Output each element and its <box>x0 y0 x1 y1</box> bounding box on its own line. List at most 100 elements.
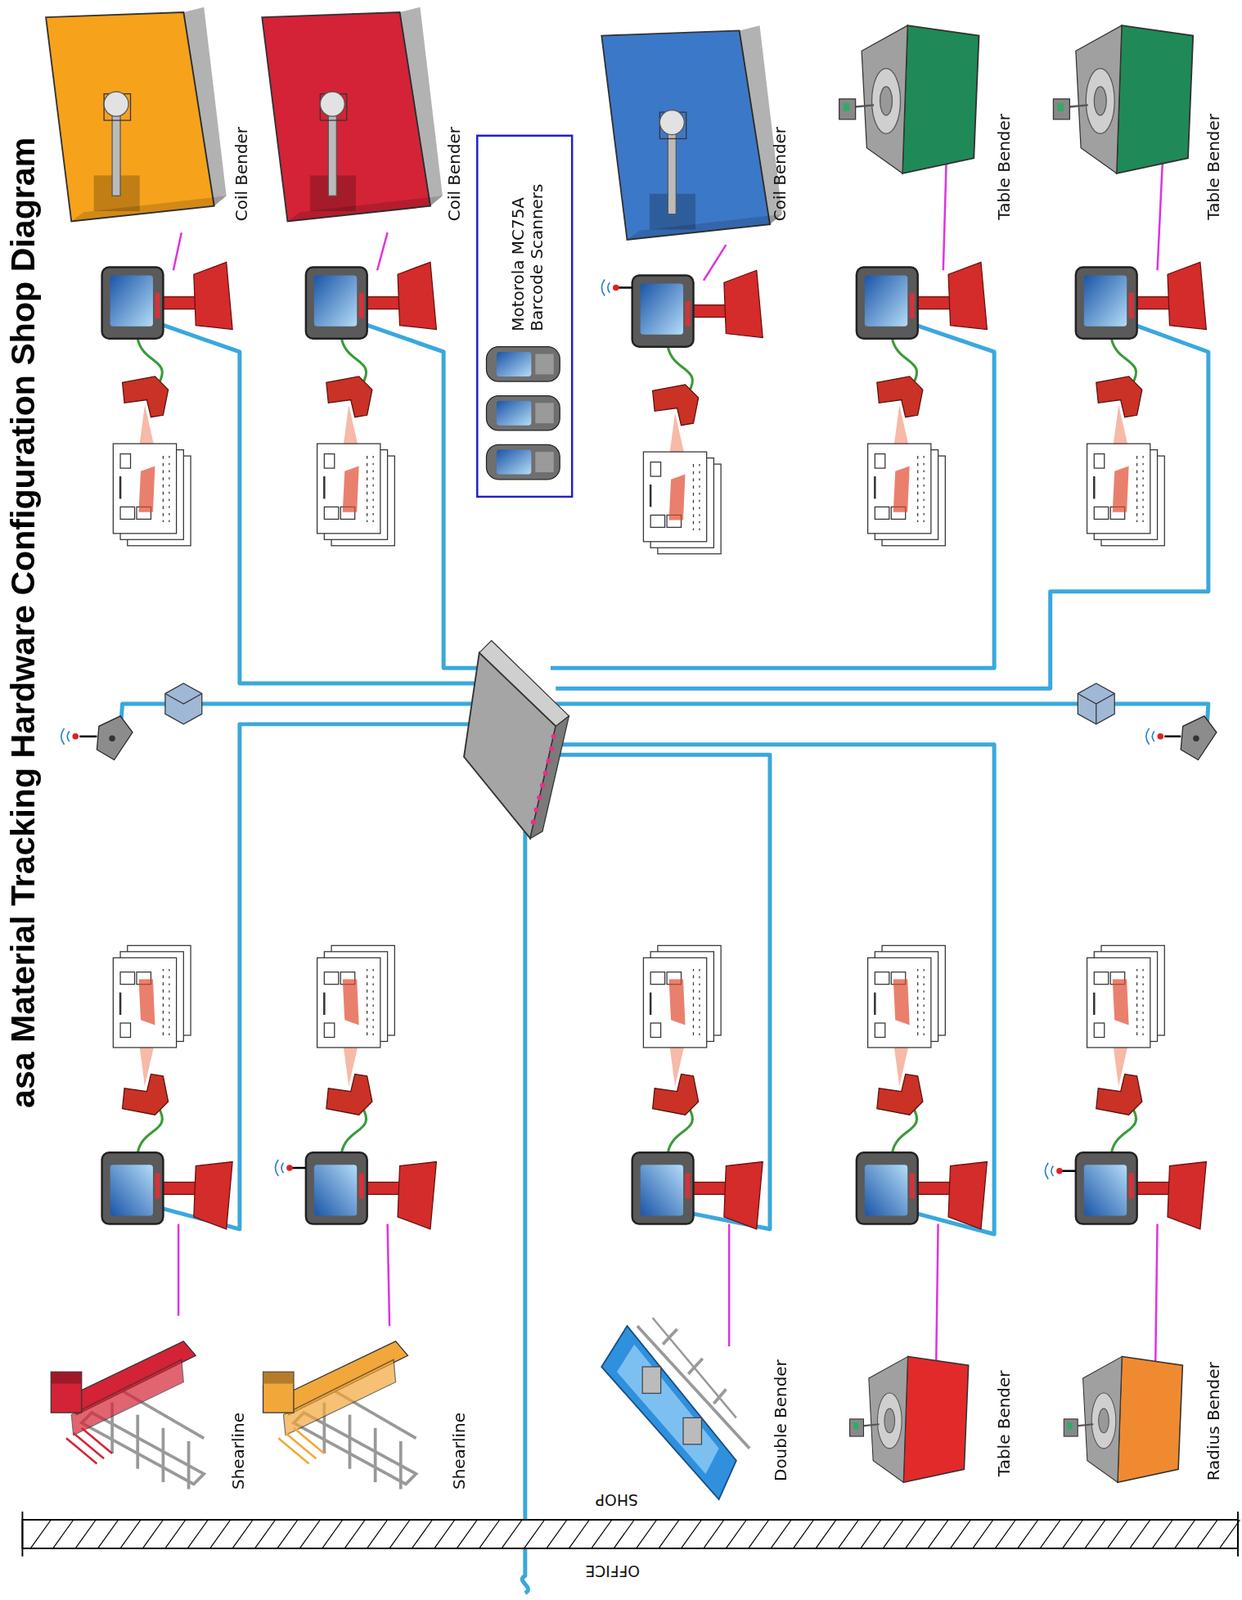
machine-label: Double Bender <box>770 1359 791 1481</box>
machine-wire <box>173 232 182 270</box>
access-point <box>96 715 133 761</box>
terminal <box>102 945 234 1229</box>
shearline: Shearline <box>255 1315 470 1499</box>
network-switch <box>549 746 554 752</box>
antenna <box>1044 1162 1076 1179</box>
handheld-scanner <box>486 346 560 480</box>
antenna <box>275 1159 306 1176</box>
access-point <box>1164 735 1181 738</box>
table-bender: Table Bender <box>836 1345 1020 1499</box>
network-switch <box>540 783 545 788</box>
terminal <box>306 945 437 1229</box>
double-bender-machine <box>616 1344 720 1474</box>
area-label: SHOP <box>593 1489 640 1508</box>
terminal <box>306 261 437 545</box>
shearline-machine <box>50 1341 416 1490</box>
double-bender-machine <box>601 1317 750 1499</box>
diagram-title: asa Material Tracking Hardware Configura… <box>5 136 40 1107</box>
shearline: Shearline <box>40 1315 256 1499</box>
network-switch <box>545 758 551 764</box>
double-bender-machine <box>642 1366 661 1393</box>
terminal <box>856 261 988 545</box>
access-point <box>1180 715 1217 761</box>
machine-wire <box>703 244 726 281</box>
access-point <box>61 728 70 745</box>
network-switch <box>531 819 536 824</box>
machine-wire <box>936 1224 938 1369</box>
network-switch <box>533 806 539 812</box>
table-bender-machine <box>1053 25 1193 174</box>
double-bender-machine <box>652 1317 737 1418</box>
network-switch <box>551 733 557 739</box>
access-point <box>61 683 1217 760</box>
wall <box>22 1511 1240 1557</box>
access-point <box>108 735 115 742</box>
network-switch <box>543 770 549 776</box>
machine-label: Table Bender <box>1203 112 1224 220</box>
box-text: Motorola MC75A Barcode Scanners <box>507 153 547 332</box>
double-bender-machine <box>637 1325 750 1449</box>
machine-label: Table Bender <box>994 1369 1015 1476</box>
coil-bender: Coil Bender <box>36 0 261 237</box>
machine-label: Coil Bender <box>444 126 464 221</box>
machine-wire <box>728 1224 730 1347</box>
coil-bender-machine <box>261 7 443 222</box>
access-point <box>165 683 203 725</box>
terminal <box>856 945 988 1229</box>
wall <box>30 1519 1240 1548</box>
handheld-scanner <box>486 346 560 382</box>
terminal <box>632 270 764 554</box>
coil-bender-machine <box>45 7 227 222</box>
coil-bender: Coil Bender <box>591 0 796 256</box>
radius-bender: Radius Bender <box>1050 1345 1234 1499</box>
coil-bender-machine <box>45 7 783 240</box>
network-cable <box>555 744 995 1234</box>
terminal <box>102 261 234 545</box>
network-cable <box>120 703 1209 737</box>
network-switch <box>530 715 569 839</box>
machine-label: Coil Bender <box>770 126 791 221</box>
table-bender: Table Bender <box>836 9 1020 214</box>
terminal <box>102 261 1207 1229</box>
access-point <box>72 733 78 739</box>
antenna <box>601 279 632 296</box>
access-point <box>165 693 203 703</box>
machine-label: Shearline <box>449 1411 469 1489</box>
table-bender: Table Bender <box>1050 9 1234 214</box>
machine-label: Radius Bender <box>1203 1361 1224 1481</box>
double-bender-machine <box>713 1388 726 1403</box>
machine-wire <box>173 162 1163 1372</box>
network-cable <box>522 831 528 1593</box>
machine-wire <box>177 1224 180 1316</box>
wall <box>22 1511 1238 1557</box>
machine-wire <box>1157 162 1163 270</box>
access-point <box>1157 733 1164 739</box>
double-bender-machine <box>683 1417 702 1444</box>
coil-bender-machine <box>601 25 783 240</box>
machine-wire <box>943 162 947 270</box>
table-bender-machine <box>850 1356 969 1483</box>
terminal <box>632 945 764 1229</box>
table-bender-machine <box>839 25 980 174</box>
antenna <box>275 279 1076 1179</box>
network-switch <box>536 794 542 800</box>
table-bender-machine <box>1063 1356 1183 1483</box>
terminal <box>1075 261 1207 545</box>
handheld-scanner <box>486 444 560 479</box>
access-point <box>1146 728 1155 745</box>
network-switch <box>531 733 557 825</box>
network-cable <box>162 724 479 1229</box>
double-bender-machine <box>688 1358 702 1374</box>
handheld-scanner <box>486 396 560 431</box>
access-point <box>1192 735 1199 742</box>
coil-bender: Coil Bender <box>255 0 470 237</box>
access-point <box>1077 693 1115 724</box>
machine-label: Table Bender <box>994 112 1015 220</box>
machine-label: Shearline <box>228 1411 248 1489</box>
scanner-box: Motorola MC75A Barcode Scanners <box>476 135 573 499</box>
access-point <box>1077 683 1115 725</box>
terminal <box>1075 945 1207 1229</box>
shearline-machine <box>50 1341 204 1490</box>
